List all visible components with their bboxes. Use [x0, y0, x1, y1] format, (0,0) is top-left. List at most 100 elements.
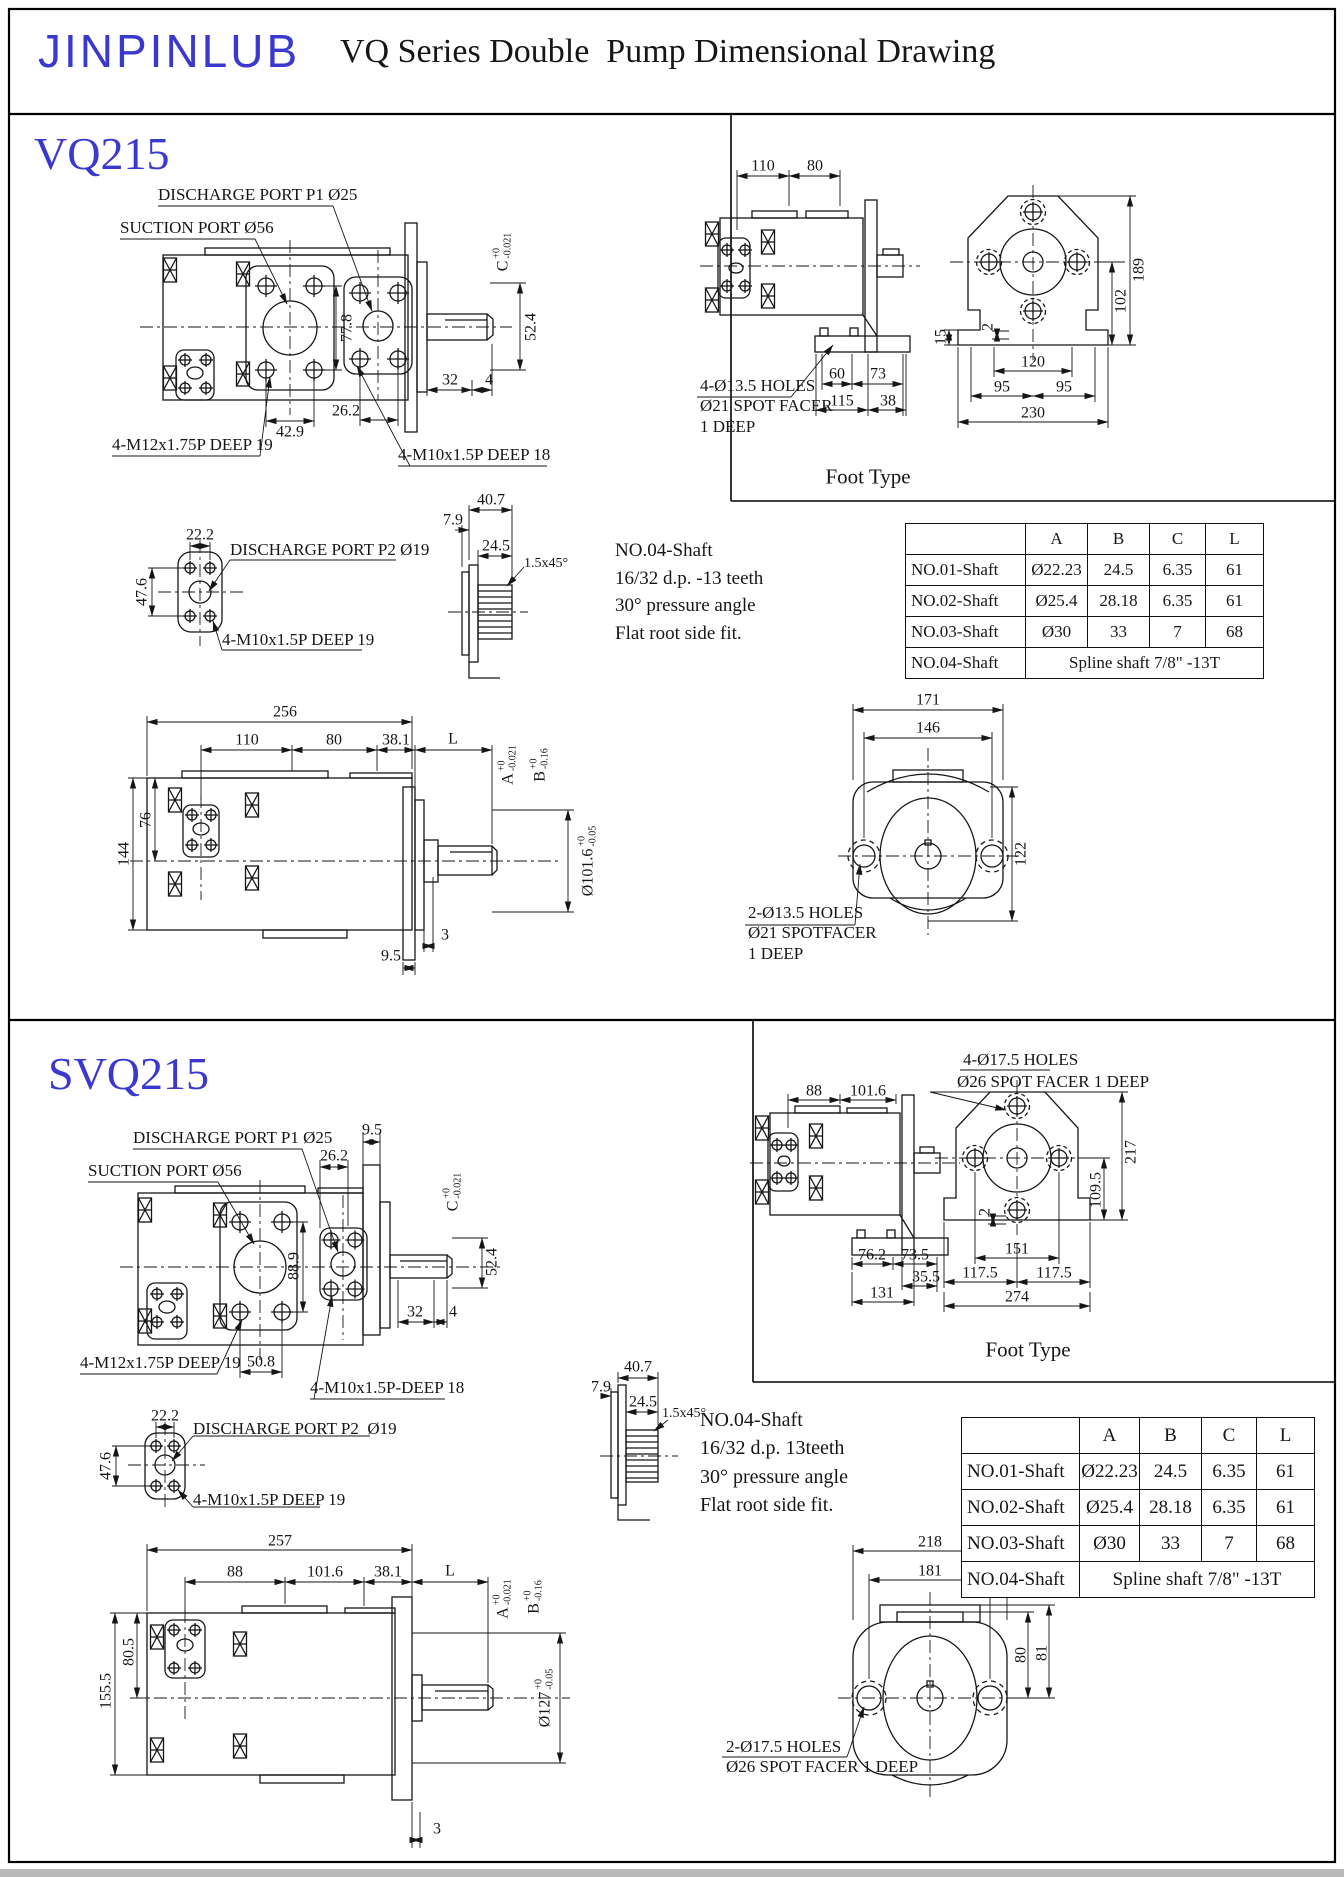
dim-109-5: 109.5	[1087, 1172, 1105, 1208]
svq215-p2-port-label: DISCHARGE PORT P2 Ø19	[193, 1419, 397, 1438]
dim-a-tol: A +0-0.021	[496, 745, 519, 785]
vq215-suction-label: SUCTION PORT Ø56	[120, 218, 274, 237]
svq215-front-view	[137, 1164, 453, 1346]
vq215-side-centerlines	[130, 795, 560, 900]
dim-svq-b-tol: B +0-0.16	[522, 1580, 545, 1614]
svq215-shaft-detail	[610, 1384, 659, 1521]
svq215-p2-dims	[112, 1422, 370, 1508]
vq215-side-dims	[128, 716, 574, 975]
dim-73: 73	[870, 365, 886, 383]
dim-dia127-tol: Ø127 +0-0.05	[533, 1668, 556, 1728]
dim-73-5: 73.5	[901, 1246, 929, 1264]
svq215-m12-label: 4-M12x1.75P DEEP 19	[80, 1353, 241, 1372]
vq215-rear-dims	[745, 704, 1018, 926]
svq215-shaft-note: NO.04-Shaft 16/32 d.p. 13teeth 30° press…	[700, 1409, 848, 1517]
dim-svq-32: 32	[407, 1303, 423, 1321]
dim-131: 131	[870, 1284, 894, 1302]
dim-svq-2: 2	[976, 1208, 994, 1216]
dim-4: 4	[485, 371, 493, 389]
dim-chamfer: 1.5x45°	[524, 556, 569, 571]
dim-122: 122	[1012, 842, 1030, 866]
dim-22-2: 22.2	[186, 526, 214, 544]
dim-svq-3: 3	[433, 1820, 441, 1838]
dim-svq-4: 4	[449, 1303, 457, 1321]
dim-77-8: 77.8	[338, 314, 356, 342]
col-b: B	[1087, 523, 1150, 555]
vq215-rear-holes-note: 2-Ø13.5 HOLES Ø21 SPOTFACER 1 DEEP	[748, 903, 877, 963]
dim-svq-c-tol: C +0-0.021	[441, 1172, 464, 1212]
dim-189: 189	[1130, 258, 1148, 282]
vq215-foot-front-centerlines	[950, 185, 1125, 360]
vq215-foot-side-view	[704, 199, 911, 353]
vq215-front-dims	[112, 205, 547, 467]
dim-26-2: 26.2	[332, 402, 360, 420]
vq215-side-view	[146, 770, 498, 961]
dim-L: L	[448, 730, 458, 748]
vq215-p2-centerlines	[158, 540, 246, 646]
dim-3: 3	[441, 926, 449, 944]
dim-svq-L: L	[445, 1562, 455, 1580]
dim-171: 171	[916, 691, 940, 709]
page-title: VQ Series Double Pump Dimensional Drawin…	[340, 33, 996, 70]
col-c: C	[1149, 523, 1206, 555]
dim-svq-chamfer: 1.5x45°	[662, 1406, 707, 1421]
dim-24-5: 24.5	[482, 537, 510, 555]
dim-svq-side-88: 88	[227, 1563, 243, 1581]
dim-120: 120	[1021, 353, 1045, 371]
dim-svq-26-2: 26.2	[320, 1147, 348, 1165]
dim-15: 15	[932, 329, 950, 345]
dim-svq-101-6: 101.6	[850, 1082, 886, 1100]
foot-type-boxes	[730, 114, 1335, 1383]
col-a: A	[1079, 1417, 1140, 1454]
vq215-p2-m10-label: 4-M10x1.5P DEEP 19	[222, 630, 375, 649]
svq215-suction-label: SUCTION PORT Ø56	[88, 1161, 242, 1180]
vq215-foot-front-dims	[944, 195, 1136, 428]
dim-svq-a-tol: A +0-0.021	[491, 1579, 514, 1619]
dim-svq-24-5: 24.5	[629, 1393, 657, 1411]
dim-dia101-tol: Ø101.6 +0-0.05	[576, 825, 599, 897]
svq215-p2-centerlines	[128, 1422, 205, 1510]
dim-svq-22-2: 22.2	[151, 1407, 179, 1425]
svq215-rear-holes-note: 2-Ø17.5 HOLES Ø26 SPOT FACER 1 DEEP	[726, 1737, 919, 1777]
dim-256: 256	[273, 703, 297, 721]
dim-svq-9-5: 9.5	[362, 1121, 382, 1139]
dim-svq-side-101-6: 101.6	[307, 1563, 343, 1581]
col-c: C	[1201, 1417, 1257, 1454]
dim-7-9: 7.9	[443, 511, 463, 529]
dim-38: 38	[880, 392, 896, 410]
dim-32: 32	[442, 371, 458, 389]
vq215-shaft-detail	[461, 564, 513, 679]
dim-80-5: 80.5	[120, 1638, 138, 1666]
dim-side-80: 80	[326, 731, 342, 749]
svq215-p2-m10-label: 4-M10x1.5P DEEP 19	[193, 1490, 346, 1509]
dim-svq-7-9: 7.9	[591, 1378, 611, 1396]
dim-110: 110	[751, 157, 775, 175]
vq215-foot-type-caption: Foot Type	[825, 464, 911, 489]
brand-logo: JINPINLUB	[38, 25, 301, 77]
page-frame	[7, 7, 1337, 1864]
svq215-side-view	[146, 1596, 494, 1801]
dim-115: 115	[830, 392, 854, 410]
dim-rear-80: 80	[1012, 1647, 1030, 1663]
svq215-foot-type-caption: Foot Type	[985, 1337, 1071, 1362]
dim-40-7: 40.7	[477, 491, 505, 509]
dim-117-5b: 117.5	[1036, 1264, 1072, 1282]
vq215-m10-label: 4-M10x1.5P DEEP 18	[398, 445, 551, 464]
svq215-front-centerlines	[120, 1180, 500, 1360]
vq215-section-title: VQ215	[34, 128, 170, 179]
dim-257: 257	[268, 1532, 292, 1550]
bottom-scroll-strip	[0, 1869, 1344, 1877]
dim-95b: 95	[1056, 378, 1072, 396]
svq215-front-dims	[80, 1132, 488, 1400]
table-corner-cell	[905, 523, 1026, 555]
svq215-foot-side-dims	[787, 1069, 1103, 1306]
col-b: B	[1139, 1417, 1202, 1454]
vq215-shaft-dims	[455, 505, 525, 587]
svq215-discharge-p1-label: DISCHARGE PORT P1 Ø25	[133, 1128, 333, 1147]
